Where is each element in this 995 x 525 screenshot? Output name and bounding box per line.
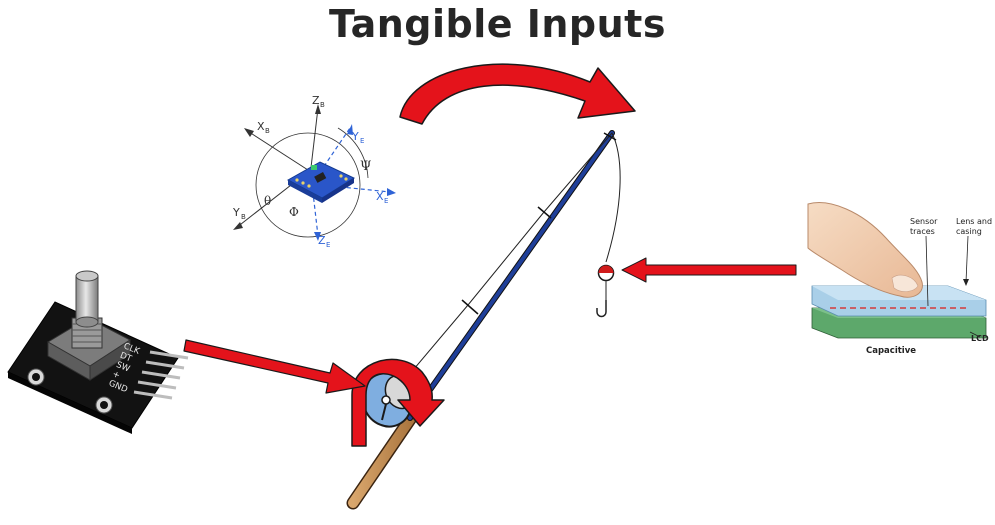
fishing-rod (346, 130, 621, 510)
y-e-axis (311, 127, 351, 185)
x-e-label: X (376, 190, 384, 203)
capacitive-touch-diagram: Sensor traces Lens and casing LCD Capaci… (807, 202, 992, 356)
encoder-pin-labels: CLK DT SW + GND (107, 341, 141, 395)
z-b-subscript: B (320, 101, 325, 109)
curved-arrow-to-rod-tip (399, 63, 636, 125)
imu-orientation-diagram: Z B X B Y B Y E X E Z E Ψ θ Φ (232, 94, 396, 249)
lcd-label: LCD (971, 334, 989, 343)
pin-label-dt: DT (118, 351, 133, 365)
encoder-knob (75, 275, 99, 323)
reel-rotation-arrow (351, 358, 445, 447)
bobber-and-hook (596, 264, 615, 318)
pin-label-plus: + (111, 369, 121, 381)
z-b-label: Z (312, 94, 320, 107)
imu-rotation-circle (255, 132, 361, 238)
y-b-label: Y (232, 206, 240, 219)
z-b-axis (309, 107, 319, 177)
y-e-subscript: E (360, 137, 364, 145)
lens-casing-label-line2: casing (956, 227, 982, 236)
z-e-label: Z (318, 234, 326, 247)
psi-label: Ψ (360, 159, 371, 174)
z-e-subscript: E (326, 241, 330, 249)
arrow-touch-to-bobber (621, 257, 797, 283)
page-title: Tangible Inputs (329, 2, 666, 46)
y-b-subscript: B (241, 213, 246, 221)
x-b-axis (245, 129, 309, 171)
fishing-line (391, 132, 621, 396)
finger (807, 202, 923, 298)
capacitive-caption: Capacitive (866, 346, 916, 356)
x-e-subscript: E (384, 197, 388, 205)
y-b-axis (235, 177, 301, 229)
theta-label: θ (264, 194, 271, 208)
x-b-label: X (257, 120, 265, 133)
arrow-encoder-to-reel (183, 339, 366, 394)
sensor-traces-label-line2: traces (910, 227, 935, 236)
sensor-traces-label-line1: Sensor (910, 217, 938, 226)
psi-rotation-arc (337, 127, 369, 179)
rotary-encoder-module: CLK DT SW + GND (7, 270, 189, 434)
y-e-label: Y (351, 130, 359, 143)
imu-sensor-board (286, 161, 356, 203)
lens-casing-label-line1: Lens and (956, 217, 992, 226)
x-b-subscript: B (265, 127, 270, 135)
phi-label: Φ (289, 205, 299, 219)
x-e-axis (311, 183, 391, 193)
hook (596, 300, 607, 318)
